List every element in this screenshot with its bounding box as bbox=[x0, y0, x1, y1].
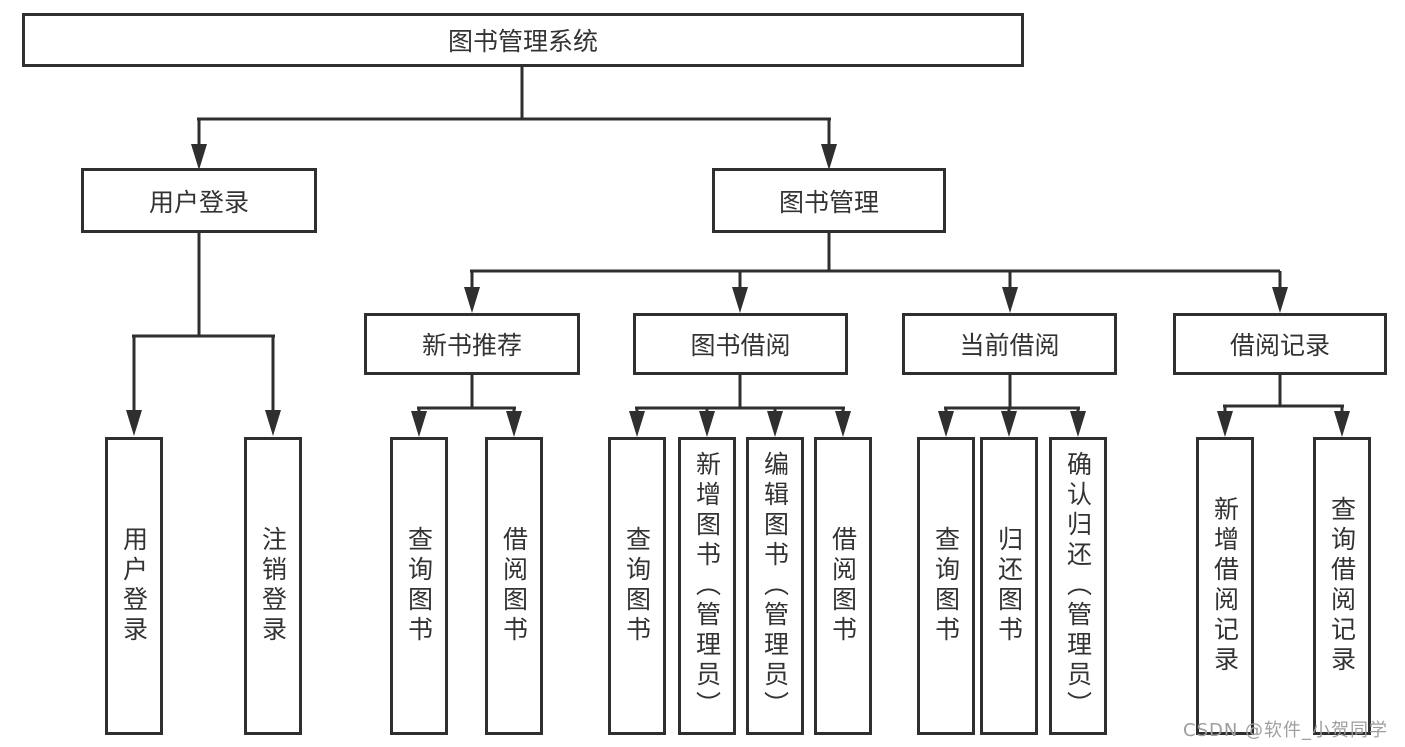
arrow-icon bbox=[265, 410, 281, 436]
arrow-icon bbox=[629, 411, 645, 437]
leaf-query-books-recommend-label: 查询图书 bbox=[404, 526, 434, 646]
leaf-add-borrow-record: 新增借阅记录 bbox=[1196, 437, 1254, 735]
leaf-add-book-admin: 新增图书（管理员） bbox=[678, 437, 736, 735]
connector-book-borrow-branch bbox=[635, 375, 845, 414]
connector-arrowheads bbox=[126, 144, 1350, 437]
arrow-icon bbox=[821, 144, 837, 170]
leaf-query-books-current-label: 查询图书 bbox=[931, 526, 961, 646]
leaf-logout-label: 注销登录 bbox=[258, 526, 288, 646]
node-borrow-records-label: 借阅记录 bbox=[1229, 331, 1330, 360]
node-current-borrow-label: 当前借阅 bbox=[959, 331, 1060, 360]
arrow-icon bbox=[835, 411, 851, 437]
arrow-icon bbox=[1217, 411, 1233, 437]
node-root-system: 图书管理系统 bbox=[22, 13, 1024, 67]
arrow-icon bbox=[411, 411, 427, 437]
leaf-query-books-recommend: 查询图书 bbox=[390, 437, 448, 735]
node-book-management-label: 图书管理 bbox=[778, 187, 879, 217]
node-user-login-label: 用户登录 bbox=[148, 187, 249, 217]
arrow-icon bbox=[1001, 411, 1017, 437]
leaf-edit-book-admin: 编辑图书（管理员） bbox=[746, 437, 804, 735]
leaf-query-borrow-record: 查询借阅记录 bbox=[1313, 437, 1371, 735]
connector-root-to-level2 bbox=[197, 67, 831, 148]
leaf-query-books-current: 查询图书 bbox=[917, 437, 975, 735]
leaf-borrow-books: 借阅图书 bbox=[814, 437, 872, 735]
arrow-icon bbox=[938, 411, 954, 437]
leaf-user-login: 用户登录 bbox=[105, 437, 163, 735]
connector-user-login-branch bbox=[132, 233, 275, 414]
arrow-icon bbox=[1002, 287, 1018, 313]
arrow-icon bbox=[1334, 411, 1350, 437]
leaf-borrow-books-label: 借阅图书 bbox=[828, 526, 858, 646]
arrow-icon bbox=[191, 144, 207, 170]
node-borrow-records: 借阅记录 bbox=[1173, 313, 1387, 375]
connector-current-borrow-branch bbox=[944, 375, 1080, 414]
watermark-text: CSDN @软件_小贺同学 bbox=[1183, 720, 1389, 741]
arrow-icon bbox=[767, 411, 783, 437]
arrow-icon bbox=[732, 287, 748, 313]
leaf-borrow-books-recommend-label: 借阅图书 bbox=[499, 526, 529, 646]
leaf-borrow-books-recommend: 借阅图书 bbox=[485, 437, 543, 735]
leaf-edit-book-admin-label: 编辑图书（管理员） bbox=[760, 451, 790, 721]
arrow-icon bbox=[506, 411, 522, 437]
node-current-borrow: 当前借阅 bbox=[902, 313, 1117, 375]
node-root-label: 图书管理系统 bbox=[447, 27, 598, 56]
arrow-icon bbox=[126, 410, 142, 436]
leaf-confirm-return-admin-label: 确认归还（管理员） bbox=[1063, 451, 1093, 721]
leaf-user-login-label: 用户登录 bbox=[119, 526, 149, 646]
node-book-borrow-label: 图书借阅 bbox=[690, 331, 791, 360]
arrow-icon bbox=[699, 411, 715, 437]
leaf-return-book: 归还图书 bbox=[980, 437, 1038, 735]
leaf-add-book-admin-label: 新增图书（管理员） bbox=[692, 451, 722, 721]
node-book-borrow: 图书借阅 bbox=[633, 313, 848, 375]
arrow-icon bbox=[1272, 287, 1288, 313]
leaf-confirm-return-admin: 确认归还（管理员） bbox=[1049, 437, 1107, 735]
leaf-logout: 注销登录 bbox=[244, 437, 302, 735]
leaf-query-books-borrow: 查询图书 bbox=[608, 437, 666, 735]
leaf-add-borrow-record-label: 新增借阅记录 bbox=[1210, 496, 1240, 676]
connector-book-management-branch bbox=[470, 233, 1282, 290]
arrow-icon bbox=[1070, 411, 1086, 437]
connector-records-branch bbox=[1223, 375, 1344, 414]
arrow-icon bbox=[464, 287, 480, 313]
leaf-query-books-borrow-label: 查询图书 bbox=[622, 526, 652, 646]
connector-new-book-branch bbox=[417, 375, 516, 414]
node-user-login: 用户登录 bbox=[81, 168, 317, 233]
node-new-book-recommend-label: 新书推荐 bbox=[421, 331, 522, 360]
node-new-book-recommend: 新书推荐 bbox=[364, 313, 580, 375]
connector-strokes bbox=[132, 67, 1344, 414]
node-book-management: 图书管理 bbox=[712, 168, 946, 233]
leaf-return-book-label: 归还图书 bbox=[994, 526, 1024, 646]
leaf-query-borrow-record-label: 查询借阅记录 bbox=[1327, 496, 1357, 676]
